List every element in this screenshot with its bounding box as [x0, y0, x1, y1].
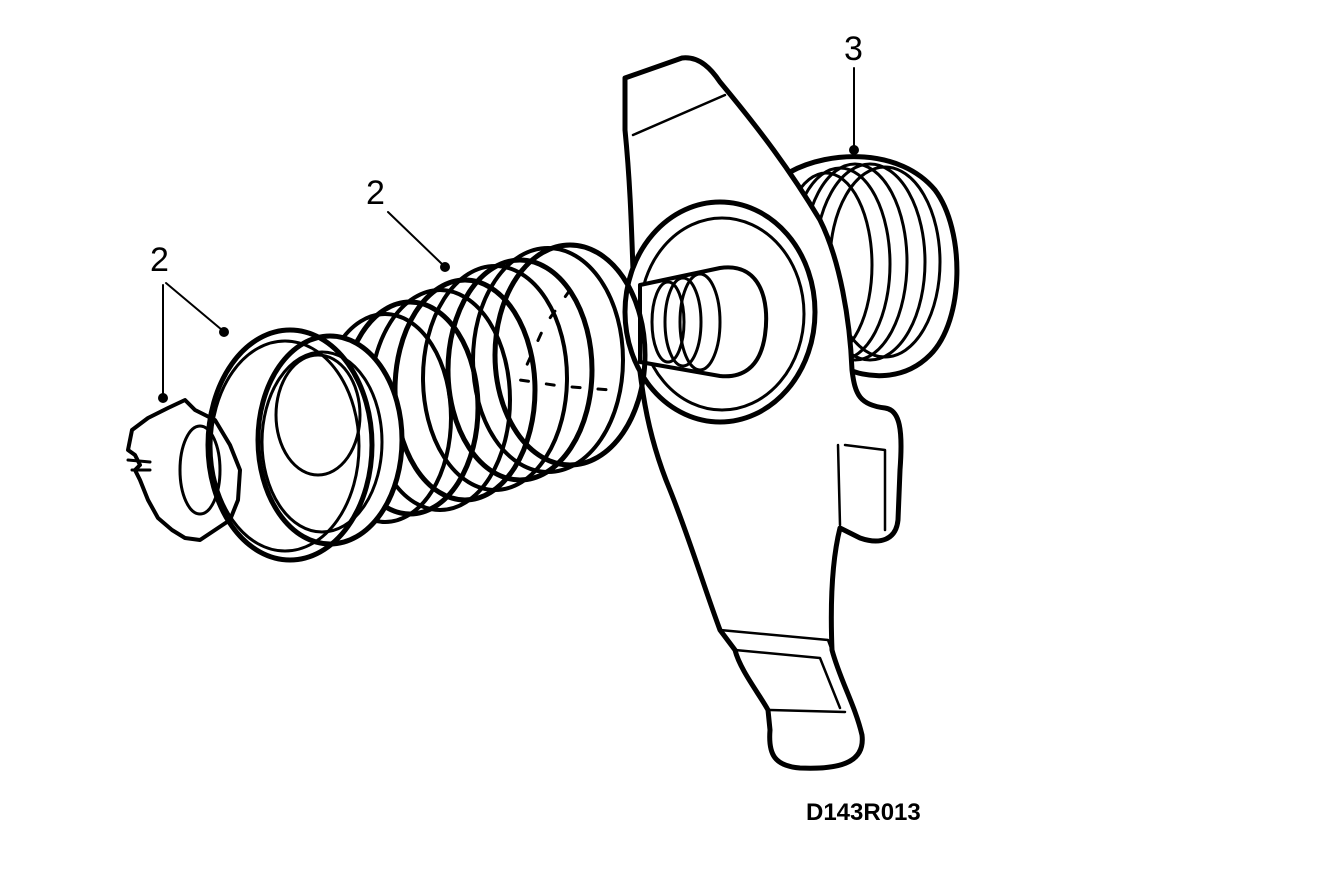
leader-dot-spring [440, 262, 450, 272]
drawing-code: D143R013 [806, 799, 921, 826]
callout-part-3: 3 [844, 30, 863, 68]
damper-rod [638, 265, 769, 379]
leader-dot-part-3 [849, 145, 859, 155]
callout-spring-part-2: 2 [366, 174, 385, 212]
leader-dot-clip [158, 393, 168, 403]
callout-rings-part-2: 2 [150, 241, 169, 279]
spring-seat-ring-part-2 [205, 327, 405, 563]
retaining-clip-part-2 [126, 398, 242, 542]
mount-bracket-part-3 [622, 55, 960, 771]
leader-dot-seat-ring [219, 327, 229, 337]
leader-lines [158, 67, 859, 403]
